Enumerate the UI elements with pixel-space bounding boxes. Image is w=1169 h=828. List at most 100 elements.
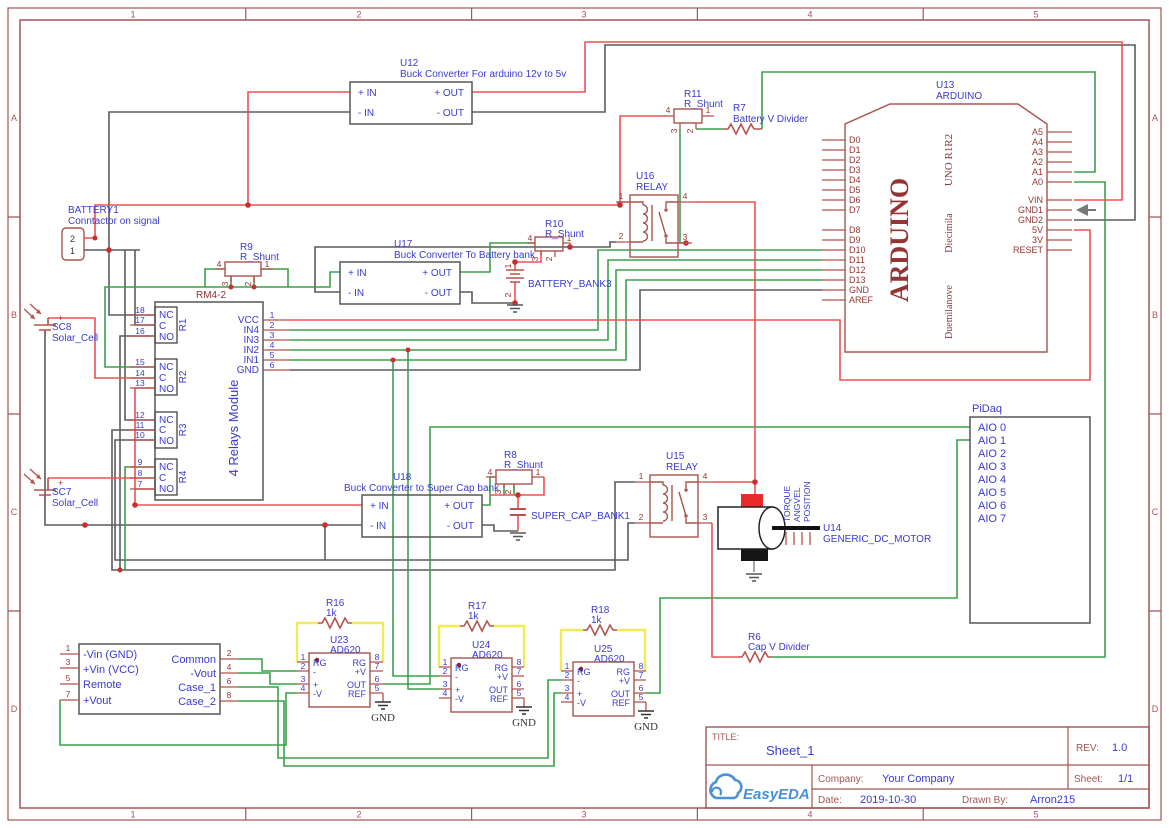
pin-label: GND1 bbox=[1018, 205, 1043, 215]
component-u15-relay[interactable]: U15 RELAY 1 2 4 3 bbox=[635, 451, 712, 538]
component-value: ARDUINO bbox=[936, 91, 982, 102]
component-battery-bank3[interactable]: BATTERY_BANK3 1 2 bbox=[503, 263, 612, 313]
pin-label: - OUT bbox=[425, 288, 452, 299]
pin-number: 2 bbox=[503, 489, 513, 494]
component-value: R_Shunt bbox=[504, 460, 543, 471]
sheet-title[interactable]: Sheet_1 bbox=[766, 743, 814, 758]
wires[interactable] bbox=[44, 41, 1136, 767]
pin-label: NO bbox=[159, 484, 174, 495]
component-r7-resistor[interactable]: R7 Battery V Divider bbox=[723, 103, 809, 136]
pin-label: OUT bbox=[611, 689, 631, 699]
pin-number: 2 bbox=[544, 256, 554, 261]
component-pidaq[interactable]: PiDaq AIO 0 AIO 1 AIO 2 AIO 3 AIO 4 AIO … bbox=[969, 403, 1091, 624]
company-value[interactable]: Your Company bbox=[882, 773, 955, 785]
rev-value[interactable]: 1.0 bbox=[1112, 742, 1127, 754]
pin-label: Case_1 bbox=[178, 682, 216, 694]
component-u24-ad620[interactable]: R17 1k U24 AD620 1 2 3 4 8 7 6 5 RG - + … bbox=[439, 601, 536, 729]
pin-label: D4 bbox=[849, 175, 861, 185]
pin-number: 2 bbox=[685, 128, 695, 133]
refdes: SUPER_CAP_BANK1 bbox=[531, 511, 630, 522]
date-value[interactable]: 2019-10-30 bbox=[860, 794, 916, 806]
component-u23-ad620[interactable]: R16 1k U23 AD620 1 2 3 4 8 7 6 5 RG - + … bbox=[297, 598, 395, 724]
pin-number: 16 bbox=[135, 326, 145, 336]
pin-label: C bbox=[159, 321, 166, 332]
wire bbox=[238, 672, 297, 685]
component-u17-buck-converter[interactable]: U17 Buck Converter To Battery bank + IN … bbox=[339, 239, 536, 305]
drawn-by-value[interactable]: Arron215 bbox=[1030, 794, 1075, 806]
pin-number: 4 bbox=[488, 467, 493, 477]
module-name: 4 Relays Module bbox=[226, 380, 241, 477]
col-label: 2 bbox=[356, 10, 361, 20]
pin-number: 8 bbox=[227, 690, 232, 700]
gnd-flag-icon bbox=[1076, 204, 1088, 216]
refdes: U12 bbox=[400, 58, 419, 69]
refdes: U15 bbox=[666, 451, 685, 462]
component-u13-arduino[interactable]: U13 ARDUINO ARDUINO UNO R1R2 Diecimila D… bbox=[822, 80, 1096, 353]
pin-label: D13 bbox=[849, 275, 866, 285]
pin-label: Common bbox=[171, 654, 216, 666]
pin-number: 5 bbox=[66, 673, 71, 683]
pin-label: C bbox=[159, 425, 166, 436]
component-psu-connector[interactable]: 1 3 5 7 -Vin (GND) +Vin (VCC) Remote +Vo… bbox=[60, 643, 238, 715]
pin-number: 4 bbox=[301, 683, 306, 693]
col-label: 5 bbox=[1033, 10, 1038, 20]
pin-label: - bbox=[577, 676, 580, 686]
component-value: R_Shunt bbox=[545, 229, 584, 240]
pin-label: AIO 0 bbox=[978, 422, 1006, 434]
pin-label: RESET bbox=[1013, 245, 1044, 255]
pin-number: 3 bbox=[270, 330, 275, 340]
wire bbox=[711, 523, 738, 658]
wire bbox=[290, 229, 1091, 381]
pin-number: 2 bbox=[639, 512, 644, 522]
pin-label: A4 bbox=[1032, 137, 1043, 147]
arduino-variant: Duemilanove bbox=[944, 285, 955, 339]
component-r11-shunt[interactable]: R11 R_Shunt 4 1 3 2 bbox=[664, 89, 723, 133]
pin-label: -Vout bbox=[190, 668, 216, 680]
component-u25-ad620[interactable]: R18 1k U25 AD620 1 2 3 4 8 7 6 5 RG - + … bbox=[561, 605, 658, 733]
component-u18-buck-converter[interactable]: U18 Buck Converter to Super Cap bank + I… bbox=[344, 472, 500, 538]
gnd-label: GND bbox=[634, 721, 658, 733]
pin-label: AIO 5 bbox=[978, 487, 1006, 499]
component-battery1[interactable]: BATTERY1 Conntactor on signal 2 1 bbox=[61, 205, 160, 261]
wire bbox=[437, 624, 526, 667]
pin-number: 5 bbox=[517, 688, 522, 698]
wire bbox=[104, 271, 340, 368]
component-super-cap-bank1[interactable]: SUPER_CAP_BANK1 bbox=[510, 508, 630, 541]
wire bbox=[407, 350, 439, 690]
refdes: R16 bbox=[326, 598, 345, 609]
component-r6-resistor[interactable]: R6 Cap V Divider bbox=[738, 632, 810, 664]
component-u14-dc-motor[interactable]: TORQUE ANGVEL POSITION U14 GENERIC_DC_MO… bbox=[717, 481, 931, 582]
refdes: U14 bbox=[823, 523, 842, 534]
component-u12-buck-converter[interactable]: U12 Buck Converter For arduino 12v to 5v… bbox=[349, 58, 566, 125]
wire bbox=[247, 91, 350, 205]
wire bbox=[514, 251, 542, 303]
relay-group-ref: R1 bbox=[178, 318, 189, 331]
refdes: BATTERY1 bbox=[68, 205, 119, 216]
sheet-value[interactable]: 1/1 bbox=[1118, 773, 1133, 785]
pin-label: - IN bbox=[370, 521, 386, 532]
component-relay-module[interactable]: RM4-2 4 Relays Module R1 R2 R3 R4 NC C N… bbox=[130, 290, 290, 501]
drawn-by-label: Drawn By: bbox=[962, 795, 1008, 806]
relay-group-ref: R4 bbox=[178, 470, 189, 483]
pin-label: IN3 bbox=[243, 335, 259, 346]
pin-label: + OUT bbox=[444, 501, 474, 512]
pin-label: AIO 2 bbox=[978, 448, 1006, 460]
pin-number: 6 bbox=[227, 676, 232, 686]
wire bbox=[619, 115, 665, 205]
pin-number: 1 bbox=[270, 310, 275, 320]
pin-label: + IN bbox=[348, 268, 367, 279]
component-r9-shunt[interactable]: R9 R_Shunt 4 1 3 2 bbox=[215, 242, 279, 286]
component-sc8-solar-cell[interactable]: + SC8 Solar_Cell bbox=[23, 303, 98, 344]
component-sc7-solar-cell[interactable]: + SC7 Solar_Cell bbox=[23, 468, 98, 509]
refdes: U13 bbox=[936, 80, 955, 91]
component-r10-shunt[interactable]: R10 R_Shunt 4 1 3 2 bbox=[527, 219, 584, 261]
pin-number: 7 bbox=[66, 689, 71, 699]
component-u16-relay[interactable]: U16 RELAY 1 2 4 3 bbox=[616, 171, 692, 258]
pin-number: 3 bbox=[669, 128, 679, 133]
component-value: Solar_Cell bbox=[52, 333, 98, 344]
pin-number: 1 bbox=[565, 661, 570, 671]
wire bbox=[761, 71, 1096, 173]
component-r8-shunt[interactable]: R8 R_Shunt 4 1 3 2 bbox=[486, 450, 544, 494]
pin-number: 2 bbox=[227, 648, 232, 658]
pin-label: VIN bbox=[1028, 195, 1043, 205]
